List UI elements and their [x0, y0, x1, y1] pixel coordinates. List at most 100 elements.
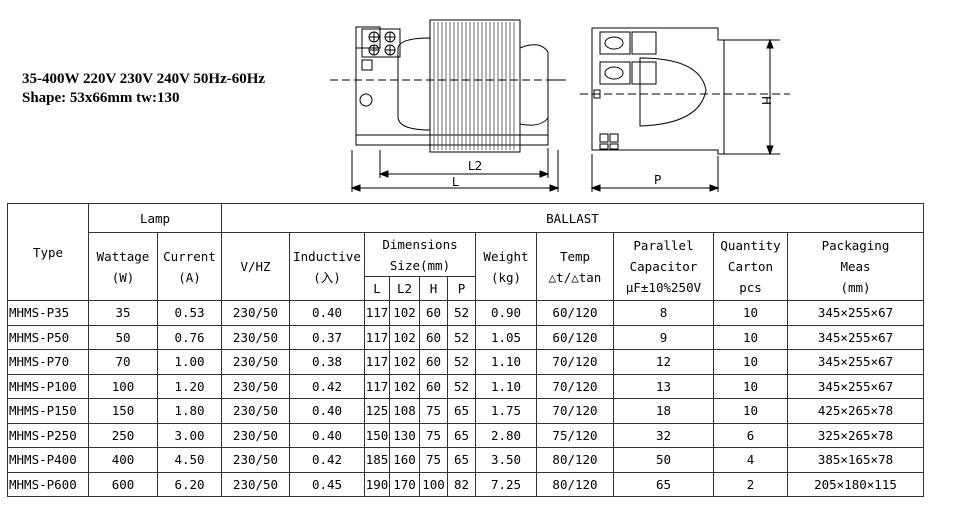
header-quantity-line1: Quantity	[720, 238, 781, 253]
cell-wattage: 150	[88, 398, 158, 424]
cell-quantity: 2	[713, 471, 788, 497]
header-ballast: BALLAST	[221, 203, 924, 233]
cell-vhz: 230/50	[221, 324, 290, 350]
cell-weight: 1.10	[475, 373, 537, 399]
cell-type: MHMS-P150	[7, 398, 89, 424]
cell-dim-p: 52	[447, 373, 476, 399]
cell-capacitor: 65	[613, 471, 714, 497]
cell-wattage: 70	[88, 349, 158, 375]
header-inductive: Inductive (入)	[289, 232, 365, 301]
header-dim-p: P	[447, 276, 476, 301]
cell-dim-h: 60	[419, 373, 448, 399]
cell-vhz: 230/50	[221, 349, 290, 375]
cell-inductive: 0.40	[289, 300, 365, 326]
header-weight-line2: (kg)	[490, 269, 522, 285]
cell-type: MHMS-P70	[7, 349, 89, 375]
cell-dim-l: 150	[364, 422, 390, 448]
cell-type: MHMS-P35	[7, 300, 89, 326]
cell-vhz: 230/50	[221, 422, 290, 448]
cell-dim-l: 117	[364, 324, 390, 350]
cell-type: MHMS-P250	[7, 422, 89, 448]
cell-current: 1.80	[157, 398, 222, 424]
cell-packaging: 425×265×78	[787, 398, 924, 424]
cell-dim-h: 60	[419, 324, 448, 350]
cell-vhz: 230/50	[221, 447, 290, 473]
cell-vhz: 230/50	[221, 471, 290, 497]
cell-inductive: 0.40	[289, 398, 365, 424]
cell-capacitor: 18	[613, 398, 714, 424]
cell-temp: 60/120	[536, 300, 614, 326]
cell-wattage: 35	[88, 300, 158, 326]
header-dimensions-line1: Dimensions	[382, 236, 458, 252]
cell-temp: 75/120	[536, 422, 614, 448]
cell-dim-l: 117	[364, 300, 390, 326]
cell-capacitor: 50	[613, 447, 714, 473]
header-dim-h: H	[419, 276, 448, 301]
cell-type: MHMS-P100	[7, 373, 89, 399]
front-dimensions	[350, 148, 560, 192]
header-dimensions-line2: Size(mm)	[389, 257, 451, 273]
cell-dim-l: 125	[364, 398, 390, 424]
cell-dim-l: 190	[364, 471, 390, 497]
cell-dim-h: 100	[419, 471, 448, 497]
cell-quantity: 10	[713, 300, 788, 326]
cell-packaging: 345×255×67	[787, 373, 924, 399]
cell-quantity: 6	[713, 422, 788, 448]
cell-capacitor: 9	[613, 324, 714, 350]
cell-type: MHMS-P400	[7, 447, 89, 473]
cell-dim-l: 117	[364, 349, 390, 375]
cell-wattage: 600	[88, 471, 158, 497]
cell-dim-l2: 102	[389, 324, 420, 350]
cell-dim-p: 82	[447, 471, 476, 497]
cell-weight: 3.50	[475, 447, 537, 473]
header-wattage-line2: (W)	[111, 269, 135, 285]
cell-wattage: 100	[88, 373, 158, 399]
cell-temp: 80/120	[536, 447, 614, 473]
cell-capacitor: 8	[613, 300, 714, 326]
cell-temp: 70/120	[536, 398, 614, 424]
cell-quantity: 4	[713, 447, 788, 473]
cell-dim-l2: 170	[389, 471, 420, 497]
header-capacitor-line2: Capacitor	[629, 259, 698, 274]
ballast-technical-drawing: L2 L P H	[330, 19, 790, 192]
header-capacitor-line1: Parallel	[633, 238, 694, 253]
side-view	[591, 27, 725, 155]
dim-label-l: L	[452, 175, 459, 189]
cell-packaging: 385×165×78	[787, 447, 924, 473]
cell-weight: 7.25	[475, 471, 537, 497]
cell-temp: 70/120	[536, 349, 614, 375]
cell-packaging: 345×255×67	[787, 324, 924, 350]
cell-current: 1.20	[157, 373, 222, 399]
cell-vhz: 230/50	[221, 398, 290, 424]
cell-temp: 80/120	[536, 471, 614, 497]
cell-dim-p: 65	[447, 398, 476, 424]
spec-text: 35-400W 220V 230V 240V 50Hz-60Hz Shape: …	[22, 70, 265, 108]
cell-inductive: 0.42	[289, 447, 365, 473]
header-quantity-line2: Carton	[727, 259, 774, 274]
cell-quantity: 10	[713, 373, 788, 399]
cell-dim-h: 75	[419, 422, 448, 448]
spec-line-shape: Shape: 53x66mm tw:130	[22, 90, 180, 106]
header-temp-line1: Temp	[559, 248, 591, 264]
cell-dim-l: 117	[364, 373, 390, 399]
header-vhz: V/HZ	[221, 232, 290, 301]
ballast-spec-table: Type Lamp BALLAST Wattage (W) Current (A…	[7, 203, 924, 497]
cell-inductive: 0.38	[289, 349, 365, 375]
header-packaging-line1: Packaging	[821, 238, 890, 253]
cell-type: MHMS-P50	[7, 324, 89, 350]
cell-wattage: 50	[88, 324, 158, 350]
dim-label-p: P	[654, 173, 661, 187]
cell-dim-h: 60	[419, 349, 448, 375]
cell-inductive: 0.40	[289, 422, 365, 448]
cell-dim-h: 75	[419, 398, 448, 424]
header-packaging-line3: (mm)	[840, 280, 871, 295]
cell-dim-p: 65	[447, 447, 476, 473]
spec-line-voltage: 35-400W 220V 230V 240V 50Hz-60Hz	[22, 71, 266, 87]
